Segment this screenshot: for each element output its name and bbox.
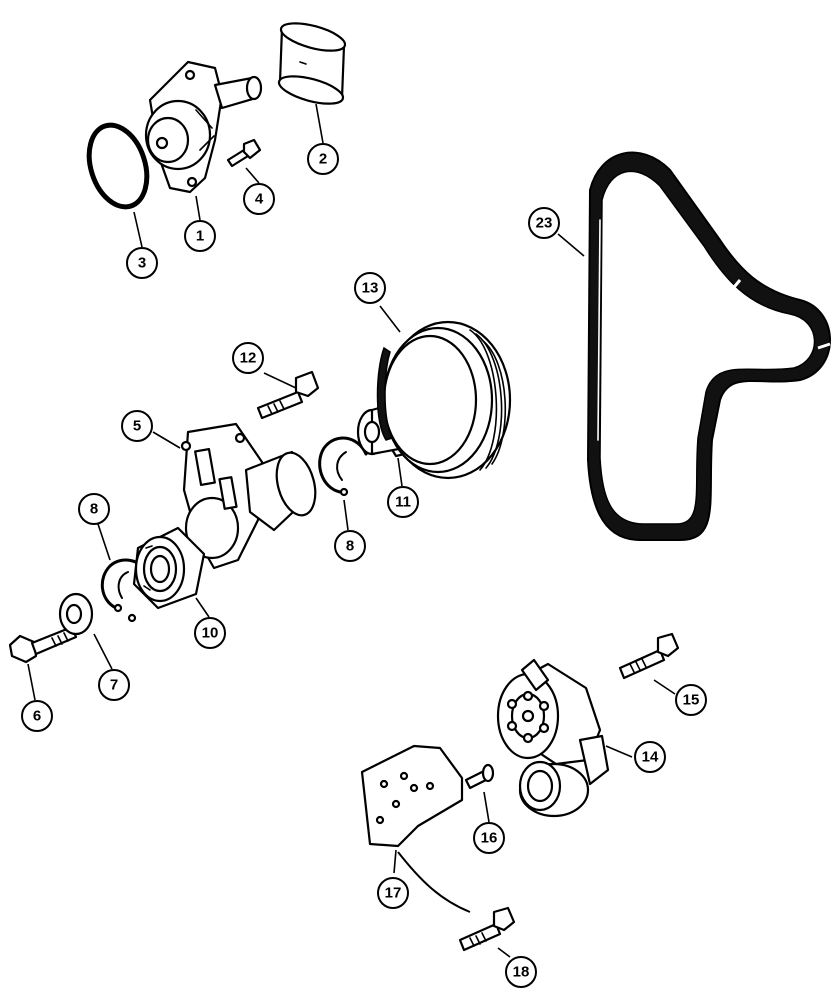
callout-11: 11 bbox=[387, 486, 419, 518]
o-ring-part-3 bbox=[86, 122, 150, 210]
water-pump-part-1 bbox=[144, 60, 263, 194]
callout-12: 12 bbox=[232, 342, 264, 374]
washer-part-7 bbox=[58, 592, 94, 636]
callout-10: 10 bbox=[194, 617, 226, 649]
callout-1-label: 1 bbox=[196, 228, 204, 245]
callout-10-label: 10 bbox=[202, 625, 219, 642]
housing-part-5 bbox=[180, 422, 317, 570]
callout-8-upper: 8 bbox=[334, 530, 366, 562]
bolt-part-15 bbox=[618, 632, 680, 680]
sleeve-part-2 bbox=[277, 22, 347, 105]
callout-17-label: 17 bbox=[385, 885, 402, 902]
pulley-part-13 bbox=[376, 320, 512, 480]
callout-3: 3 bbox=[126, 247, 158, 279]
callout-15: 15 bbox=[675, 684, 707, 716]
callout-14: 14 bbox=[634, 741, 666, 773]
callout-23-label: 23 bbox=[536, 215, 553, 232]
callout-11-label: 11 bbox=[395, 494, 411, 511]
callout-18: 18 bbox=[505, 956, 537, 988]
callout-7: 7 bbox=[98, 669, 130, 701]
callout-16: 16 bbox=[473, 822, 505, 854]
bolt-part-4 bbox=[226, 138, 262, 168]
callout-2-label: 2 bbox=[319, 151, 327, 168]
callout-6: 6 bbox=[21, 700, 53, 732]
callout-1: 1 bbox=[184, 220, 216, 252]
snap-ring-part-8-upper bbox=[318, 436, 368, 497]
callout-15-label: 15 bbox=[683, 692, 700, 709]
assembly-curve bbox=[397, 851, 471, 913]
callout-12-label: 12 bbox=[240, 350, 257, 367]
belt-part-23 bbox=[586, 151, 831, 541]
bracket-part-17 bbox=[360, 744, 464, 848]
callout-5: 5 bbox=[121, 410, 153, 442]
leader-lines bbox=[27, 103, 676, 958]
callout-14-label: 14 bbox=[642, 749, 659, 766]
screw-part-16 bbox=[464, 763, 495, 790]
callout-13: 13 bbox=[354, 272, 386, 304]
callout-7-label: 7 bbox=[110, 677, 118, 694]
tensioner-part-14 bbox=[496, 658, 610, 818]
callout-4: 4 bbox=[243, 183, 275, 215]
callout-8-upper-label: 8 bbox=[346, 538, 354, 555]
bolt-part-6 bbox=[8, 625, 78, 664]
callout-16-label: 16 bbox=[481, 830, 498, 847]
bolt-part-18 bbox=[458, 906, 516, 952]
callout-23: 23 bbox=[528, 207, 560, 239]
callout-4-label: 4 bbox=[255, 191, 264, 208]
callout-6-label: 6 bbox=[33, 708, 41, 725]
bolt-part-12 bbox=[256, 370, 320, 420]
callout-5-label: 5 bbox=[133, 418, 141, 435]
callout-3-label: 3 bbox=[138, 255, 146, 272]
callout-18-label: 18 bbox=[513, 964, 530, 981]
callout-8-lower: 8 bbox=[78, 493, 110, 525]
callout-2: 2 bbox=[307, 143, 339, 175]
callout-8-lower-label: 8 bbox=[90, 501, 98, 518]
callout-17: 17 bbox=[377, 877, 409, 909]
bearing-part-10 bbox=[132, 526, 206, 610]
callout-13-label: 13 bbox=[362, 280, 379, 297]
